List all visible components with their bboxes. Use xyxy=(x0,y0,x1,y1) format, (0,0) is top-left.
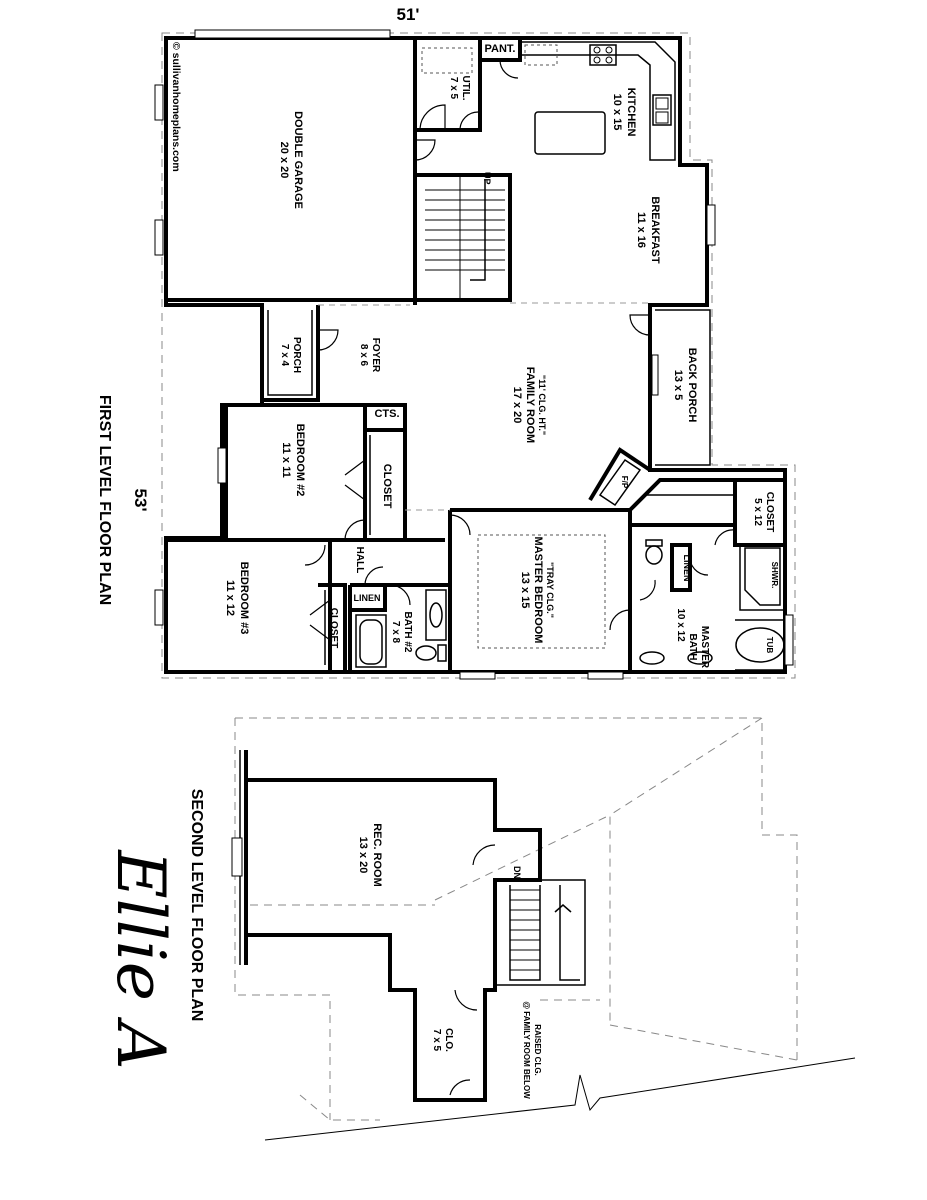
svg-text:BEDROOM #3: BEDROOM #3 xyxy=(238,562,250,635)
room-clo: CLO. 7 x 5 xyxy=(431,1028,454,1052)
svg-text:13 x 20: 13 x 20 xyxy=(357,837,369,874)
room-bedroom-2: BEDROOM #2 11 x 11 xyxy=(280,424,306,497)
plan-name: Ellie A xyxy=(102,849,179,1069)
stairs-down-label: DN xyxy=(512,866,522,879)
copyright-text: © sullivanhomeplans.com xyxy=(170,42,182,172)
room-pantry: PANT. xyxy=(485,43,516,55)
hall-label: HALL xyxy=(354,547,365,574)
depth-dimension: 53' xyxy=(131,489,150,512)
room-back-porch: BACK PORCH 13 x 5 xyxy=(672,348,698,423)
room-garage: DOUBLE GARAGE 20 x 20 xyxy=(278,111,304,209)
svg-text:BEDROOM #2: BEDROOM #2 xyxy=(294,424,306,497)
svg-text:UTIL.: UTIL. xyxy=(460,76,471,101)
first-level-plan: 51' xyxy=(96,5,796,680)
room-cts: CTS. xyxy=(374,408,399,420)
svg-text:"11' CLG. HT.": "11' CLG. HT." xyxy=(537,375,547,435)
svg-text:5 x 12: 5 x 12 xyxy=(752,498,763,526)
svg-text:11 x 11: 11 x 11 xyxy=(280,442,292,478)
svg-text:KITCHEN: KITCHEN xyxy=(625,88,637,137)
room-master-closet: CLOSET 5 x 12 xyxy=(752,492,775,533)
svg-text:8 x 6: 8 x 6 xyxy=(358,344,369,367)
svg-text:REC. ROOM: REC. ROOM xyxy=(371,823,383,887)
svg-text:11 x 16: 11 x 16 xyxy=(635,212,647,248)
raised-ceiling-note: RAISED CLG. @ FAMILY ROOM BELOW xyxy=(522,1001,542,1099)
room-kitchen: KITCHEN 10 x 15 xyxy=(611,88,637,137)
svg-text:PORCH: PORCH xyxy=(291,337,302,373)
svg-text:RAISED CLG.: RAISED CLG. xyxy=(533,1024,542,1076)
room-porch: PORCH 7 x 4 xyxy=(279,337,302,373)
closet-bedroom-3: CLOSET xyxy=(328,608,339,649)
room-rec: REC. ROOM 13 x 20 xyxy=(357,823,383,887)
svg-text:BREAKFAST: BREAKFAST xyxy=(649,196,661,264)
svg-text:20 x 20: 20 x 20 xyxy=(278,142,290,179)
svg-text:7 x 4: 7 x 4 xyxy=(279,344,290,367)
second-level-plan: REC. ROOM 13 x 20 CLO. 7 x 5 DN RAISED C… xyxy=(102,717,856,1141)
svg-text:BACK PORCH: BACK PORCH xyxy=(686,348,698,423)
room-master-bath: MASTER BATH 10 x 12 xyxy=(675,608,710,669)
linen-hall: LINEN xyxy=(354,593,381,603)
svg-text:10 x 15: 10 x 15 xyxy=(611,94,623,131)
svg-text:7 x 5: 7 x 5 xyxy=(431,1029,442,1052)
linen-master: LINEN xyxy=(682,555,692,582)
svg-text:CLOSET: CLOSET xyxy=(764,492,775,533)
second-level-title: SECOND LEVEL FLOOR PLAN xyxy=(188,789,205,1022)
svg-text:BATH #2: BATH #2 xyxy=(402,612,413,653)
svg-text:11 x 12: 11 x 12 xyxy=(224,580,236,616)
room-bedroom-3: BEDROOM #3 11 x 12 xyxy=(224,562,250,635)
svg-text:7 x 5: 7 x 5 xyxy=(448,77,459,100)
room-master-bedroom: "TRAY CLG." MASTER BEDROOM 13 x 15 xyxy=(519,537,555,644)
svg-text:10 x 12: 10 x 12 xyxy=(675,608,686,642)
svg-text:FOYER: FOYER xyxy=(370,338,381,373)
svg-text:7 x 8: 7 x 8 xyxy=(390,621,401,644)
room-breakfast: BREAKFAST 11 x 16 xyxy=(635,196,661,264)
room-foyer: FOYER 8 x 6 xyxy=(358,338,381,373)
svg-text:DOUBLE GARAGE: DOUBLE GARAGE xyxy=(292,111,304,209)
svg-text:13 x 5: 13 x 5 xyxy=(672,370,684,401)
first-level-title: FIRST LEVEL FLOOR PLAN xyxy=(96,395,113,605)
svg-text:@ FAMILY ROOM BELOW: @ FAMILY ROOM BELOW xyxy=(522,1001,531,1099)
svg-text:CLO.: CLO. xyxy=(443,1028,454,1052)
fireplace-label: F/P xyxy=(620,476,629,489)
stairs-up-label: UP xyxy=(482,172,492,185)
tub-label: TUB xyxy=(765,637,774,654)
svg-text:MASTER BEDROOM: MASTER BEDROOM xyxy=(532,537,544,644)
shower-label: SHWR. xyxy=(770,562,779,589)
room-family: "11' CLG. HT." FAMILY ROOM 17 x 20 xyxy=(511,367,547,443)
svg-text:FAMILY ROOM: FAMILY ROOM xyxy=(524,367,536,443)
second-level-wall xyxy=(246,778,542,1102)
svg-text:13 x 15: 13 x 15 xyxy=(519,572,531,609)
width-dimension: 51' xyxy=(397,5,420,24)
closet-bedroom-2: CLOSET xyxy=(381,464,393,509)
svg-text:BATH: BATH xyxy=(687,633,698,660)
svg-text:MASTER: MASTER xyxy=(699,626,710,669)
svg-text:"TRAY CLG.": "TRAY CLG." xyxy=(545,562,555,618)
room-util: UTIL. 7 x 5 xyxy=(448,76,471,101)
room-bath-2: BATH #2 7 x 8 xyxy=(390,612,413,653)
svg-text:17 x 20: 17 x 20 xyxy=(511,387,523,424)
